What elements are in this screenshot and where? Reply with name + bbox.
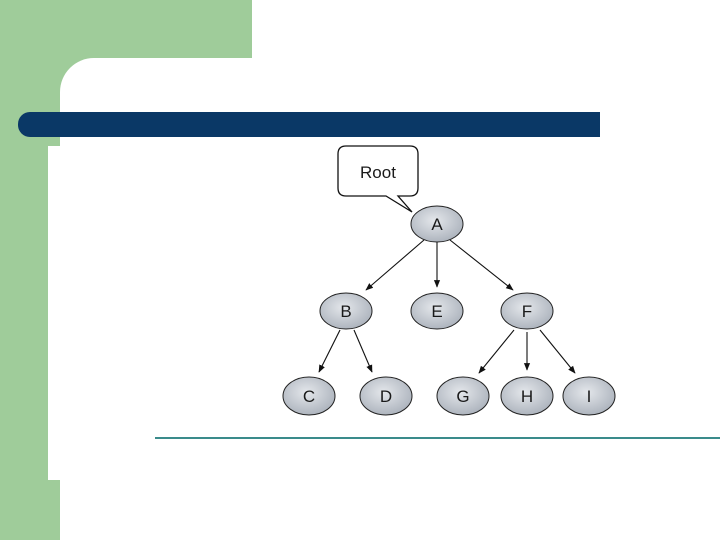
edge-f-i	[539, 329, 576, 374]
node-i-label: I	[587, 387, 592, 406]
background-green-lower	[0, 480, 60, 540]
side-stripe	[48, 146, 60, 480]
title-bar	[18, 112, 600, 137]
content-panel	[60, 58, 720, 540]
node-a-label: A	[431, 215, 443, 234]
node-h-label: H	[521, 387, 533, 406]
node-a: A	[410, 205, 464, 243]
root-callout: Root	[337, 145, 419, 213]
node-i: I	[562, 376, 616, 416]
node-f: F	[500, 292, 554, 330]
node-d: D	[359, 376, 413, 416]
node-e: E	[410, 292, 464, 330]
bottom-rule	[155, 437, 720, 439]
edge-a-b	[365, 239, 425, 291]
node-c-label: C	[303, 387, 315, 406]
node-b-label: B	[340, 302, 351, 321]
node-g-label: G	[456, 387, 469, 406]
node-e-label: E	[431, 302, 442, 321]
node-b: B	[319, 292, 373, 330]
node-g: G	[436, 376, 490, 416]
edge-a-f	[449, 239, 514, 291]
root-callout-label: Root	[360, 163, 396, 182]
node-c: C	[282, 376, 336, 416]
edge-b-c	[318, 329, 341, 373]
node-d-label: D	[380, 387, 392, 406]
edge-f-g	[478, 329, 515, 374]
edge-b-d	[353, 329, 373, 373]
node-h: H	[500, 376, 554, 416]
node-f-label: F	[522, 302, 532, 321]
